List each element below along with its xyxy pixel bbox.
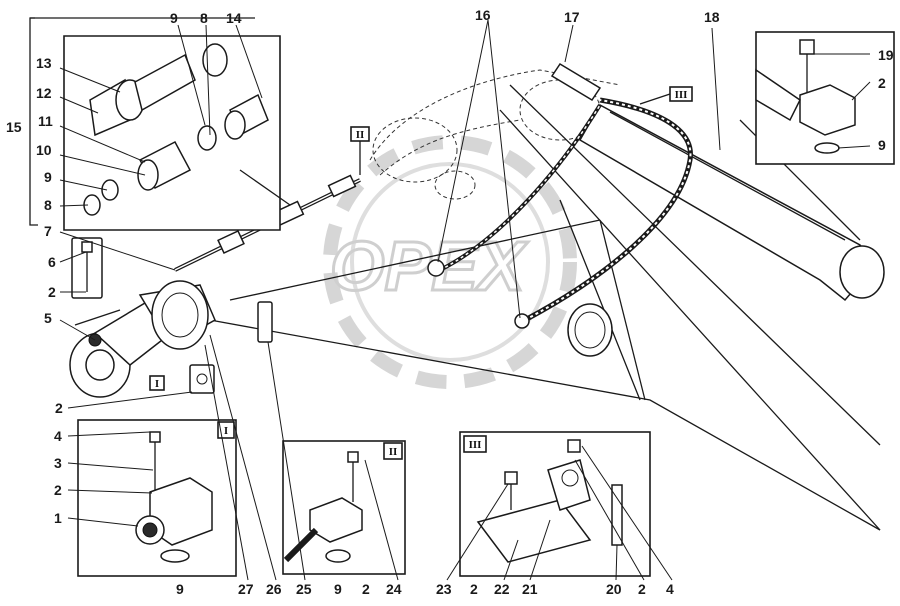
view-marker-III-label: III <box>675 89 688 101</box>
callout-2d: 2 <box>54 482 62 498</box>
callout-26: 26 <box>266 581 282 597</box>
cylinder-head-assembly <box>69 280 216 398</box>
callout-14: 14 <box>226 10 242 26</box>
svg-text:I: I <box>224 425 228 437</box>
callout-10: 10 <box>36 142 52 158</box>
hose-fitting-detail <box>29 17 291 231</box>
boom-structure <box>209 69 881 531</box>
hydraulic-hoses <box>427 62 693 329</box>
callout-18: 18 <box>704 9 720 25</box>
callout-4b: 4 <box>666 581 674 597</box>
callout-9e: 9 <box>334 581 342 597</box>
callout-5: 5 <box>44 310 52 326</box>
callout-21: 21 <box>522 581 538 597</box>
callout-2e: 2 <box>362 581 370 597</box>
fitting-block <box>189 364 215 394</box>
callout-2a: 2 <box>48 284 56 300</box>
callout-3: 3 <box>54 455 62 471</box>
callout-25: 25 <box>296 581 312 597</box>
callout-2c: 2 <box>55 400 63 416</box>
callout-9b: 9 <box>44 169 52 185</box>
callout-2g: 2 <box>638 581 646 597</box>
callout-9: 9 <box>170 10 178 26</box>
callout-2b: 2 <box>878 75 886 91</box>
callout-22: 22 <box>494 581 510 597</box>
callout-11: 11 <box>38 113 53 129</box>
callout-23: 23 <box>436 581 452 597</box>
callout-24: 24 <box>386 581 402 597</box>
callout-7: 7 <box>44 223 52 239</box>
leader-lines <box>59 19 871 581</box>
bolt-detail <box>257 301 273 343</box>
svg-text:III: III <box>469 439 482 451</box>
callout-15: 15 <box>6 119 22 135</box>
callout-19: 19 <box>878 47 894 63</box>
detail-view-III: III <box>459 431 651 577</box>
callout-27: 27 <box>238 581 254 597</box>
callout-9c: 9 <box>878 137 886 153</box>
callout-labels: 9 8 14 16 17 18 13 12 11 15 10 9 8 7 6 2… <box>6 7 894 597</box>
detail-view-top-right <box>755 31 895 165</box>
callout-2f: 2 <box>470 581 478 597</box>
watermark-gear <box>323 135 577 389</box>
callout-16: 16 <box>475 7 491 23</box>
callout-8b: 8 <box>44 197 52 213</box>
view-marker-II-label: II <box>356 129 365 141</box>
callout-8: 8 <box>200 10 208 26</box>
callout-17: 17 <box>564 9 580 25</box>
callout-13: 13 <box>36 55 52 71</box>
view-marker-I <box>149 375 165 391</box>
callout-6: 6 <box>48 254 56 270</box>
callout-20: 20 <box>606 581 622 597</box>
callout-9d: 9 <box>176 581 184 597</box>
view-marker-I-label: I <box>155 378 159 390</box>
detail-view-I: I <box>77 419 237 577</box>
svg-text:II: II <box>389 446 398 458</box>
callout-4a: 4 <box>54 428 62 444</box>
detail-view-II: II <box>282 440 406 575</box>
callout-1: 1 <box>54 510 62 526</box>
boom-cylinder <box>578 103 885 302</box>
callout-12: 12 <box>36 85 52 101</box>
